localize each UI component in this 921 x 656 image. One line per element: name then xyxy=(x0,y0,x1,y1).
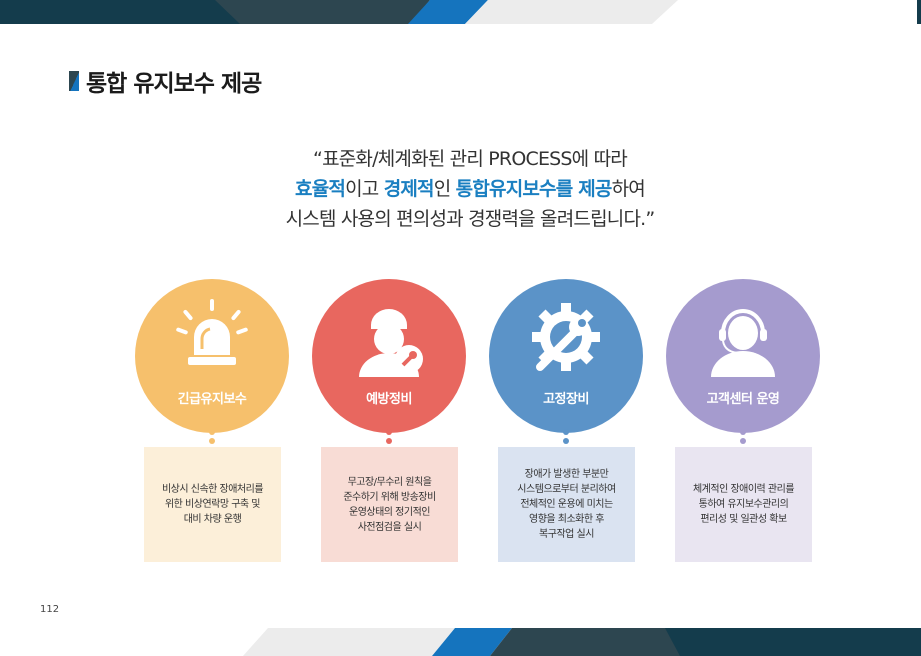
gear-wrench-icon xyxy=(532,303,600,371)
service-description: 무고장/무수리 원칙을 준수하기 위해 방송장비 운영상태의 정기적인 사전점검… xyxy=(321,447,458,562)
siren-icon xyxy=(176,299,248,365)
connector-dot xyxy=(740,438,746,444)
quote-line-2: 효율적이고 경제적인 통합유지보수를 제공하여 xyxy=(0,174,921,204)
mechanic-icon xyxy=(359,309,423,377)
connector-dot xyxy=(386,429,392,435)
connector-dot xyxy=(563,438,569,444)
quote-highlight: 통합유지보수를 제공 xyxy=(455,178,613,200)
quote-highlight: 경제적 xyxy=(383,178,435,200)
title-marker xyxy=(69,71,79,91)
quote-highlight: 효율적 xyxy=(295,178,346,200)
connector-dot xyxy=(386,438,392,444)
service-label: 예방정비 xyxy=(366,392,412,407)
quote-line-1: “표준화/체계화된 관리 PROCESS에 따라 xyxy=(313,148,628,170)
connector-dot xyxy=(740,429,746,435)
service-label: 긴급유지보수 xyxy=(177,392,247,407)
service-description: 비상시 신속한 장애처리를 위한 비상연락망 구축 및 대비 차량 운행 xyxy=(144,447,281,562)
service-description: 장애가 발생한 부분만 시스템으로부터 분리하여 전체적인 운용에 미치는 영향… xyxy=(498,447,635,562)
service-description: 체계적인 장애이력 관리를 통하여 유지보수관리의 편리성 및 일관성 확보 xyxy=(675,447,812,562)
headset-icon xyxy=(711,309,775,377)
quote-line-3: 시스템 사용의 편의성과 경쟁력을 올려드립니다.” xyxy=(285,208,656,230)
connector-dot xyxy=(209,438,215,444)
quote-text: 인 xyxy=(433,178,456,200)
service-circle xyxy=(135,279,289,433)
page-title: 통합 유지보수 제공 xyxy=(86,71,262,97)
top-banner xyxy=(0,0,921,24)
service-label: 고객센터 운영 xyxy=(706,392,780,407)
service-circle xyxy=(666,279,820,433)
page-number: 112 xyxy=(40,604,60,615)
service-circle xyxy=(489,279,643,433)
service-label: 고정장비 xyxy=(543,392,589,407)
quote-text: 하여 xyxy=(611,178,646,200)
bottom-banner xyxy=(243,628,921,656)
quote-text: 이고 xyxy=(345,178,384,200)
connector-dot xyxy=(563,429,569,435)
quote: “표준화/체계화된 관리 PROCESS에 따라 효율적이고 경제적인 통합유지… xyxy=(0,144,921,234)
connector-dot xyxy=(209,429,215,435)
service-circle xyxy=(312,279,466,433)
